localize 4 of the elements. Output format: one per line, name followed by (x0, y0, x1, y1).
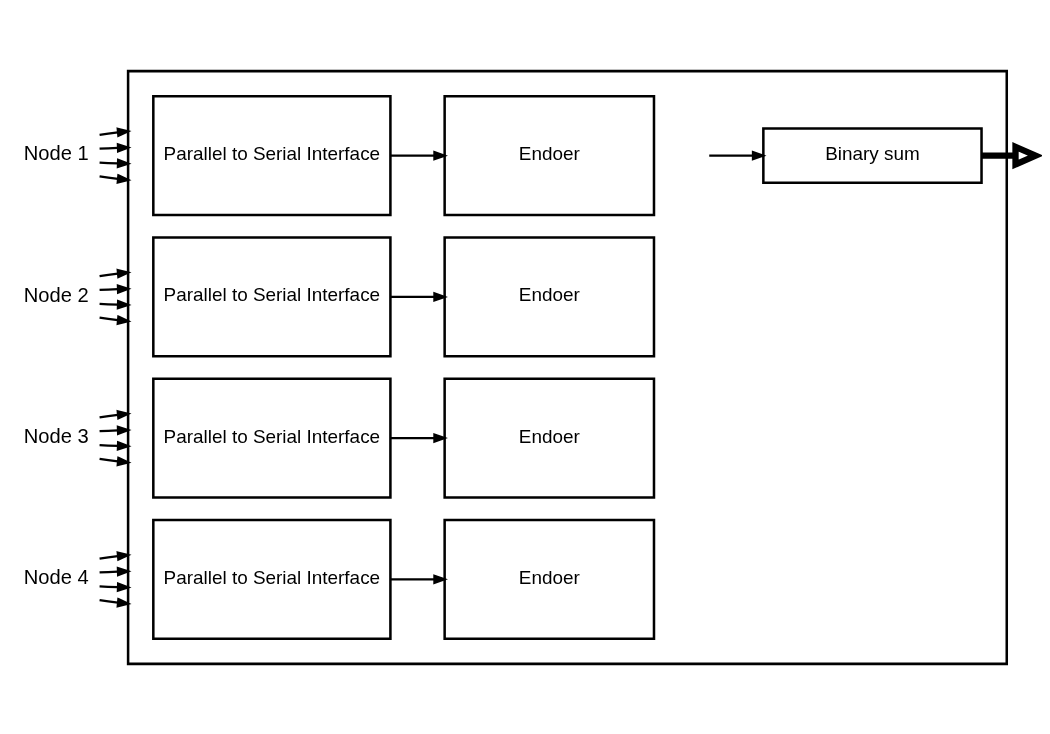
node-text: Node 1 (23, 141, 89, 164)
node-text: Node 4 (23, 565, 89, 588)
node-text: Node 3 (23, 424, 89, 447)
node-text: Node 2 (23, 283, 89, 306)
